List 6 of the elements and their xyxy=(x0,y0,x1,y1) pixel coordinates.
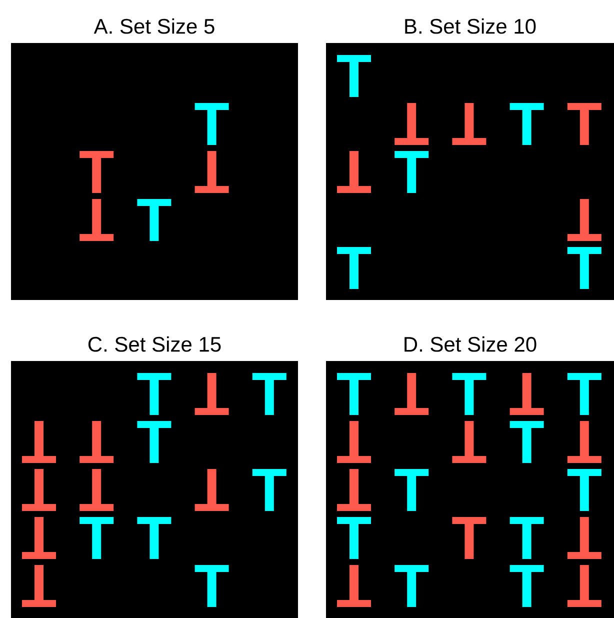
node-label: A. Set Size 5 xyxy=(94,18,214,34)
node-label: C. Set Size 15 xyxy=(88,336,221,352)
node-label: B. Set Size 10 xyxy=(405,18,536,34)
node-label: D. Set Size 20 xyxy=(404,336,536,352)
display-panel: A. Set Size 5 xyxy=(11,18,298,300)
display-panel: B. Set Size 10 xyxy=(326,18,614,300)
